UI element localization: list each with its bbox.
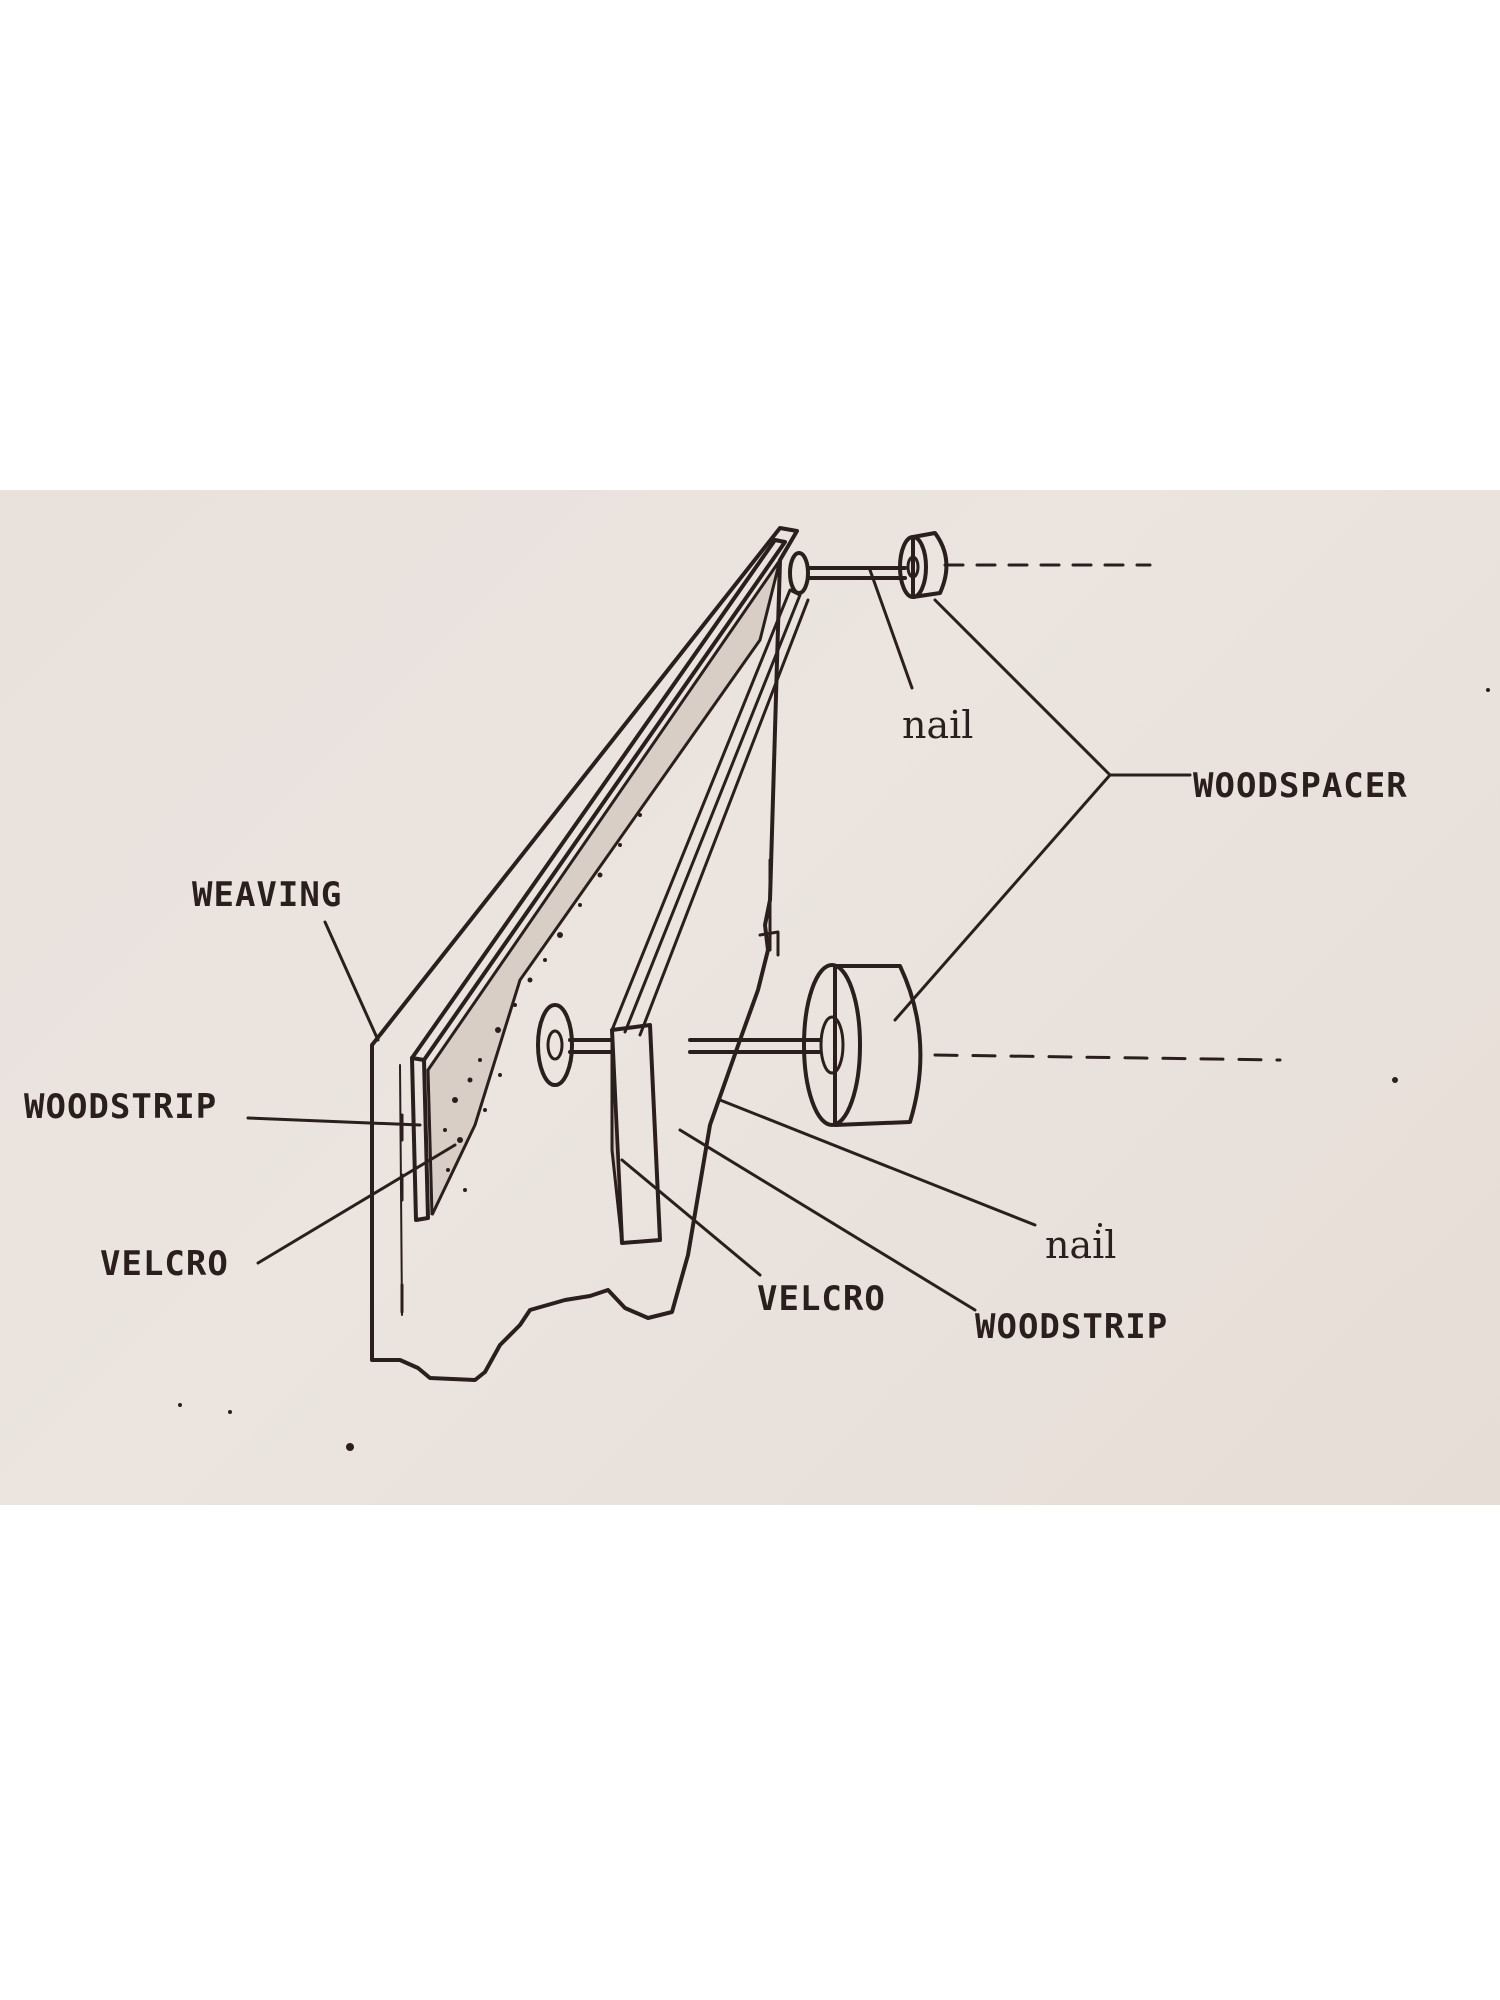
label-woodstrip-left: WOODSTRIP: [24, 1087, 217, 1127]
label-woodspacer: WOODSPACER: [1193, 766, 1408, 806]
label-woodstrip-right: WOODSTRIP: [975, 1307, 1168, 1347]
left-velcro: [426, 559, 782, 1216]
label-weaving: WEAVING: [192, 875, 342, 915]
paper-specks: [178, 688, 1490, 1451]
label-velcro-left: VELCRO: [100, 1244, 229, 1284]
leader-lines: [246, 568, 1192, 1312]
label-velcro-right: VELCRO: [757, 1279, 886, 1319]
bottom-nail: [536, 1003, 822, 1087]
paper-photo: [0, 490, 1500, 1505]
label-nail-top: nail: [902, 703, 973, 747]
right-velcro: [610, 1039, 624, 1244]
bottom-woodspacer: [802, 963, 1282, 1127]
left-woodstrip: [410, 538, 787, 1222]
top-nail: [788, 551, 907, 595]
weaving-panel: [370, 526, 799, 1382]
label-nail-bottom: nail: [1045, 1223, 1116, 1267]
top-woodspacer: [898, 531, 1152, 599]
